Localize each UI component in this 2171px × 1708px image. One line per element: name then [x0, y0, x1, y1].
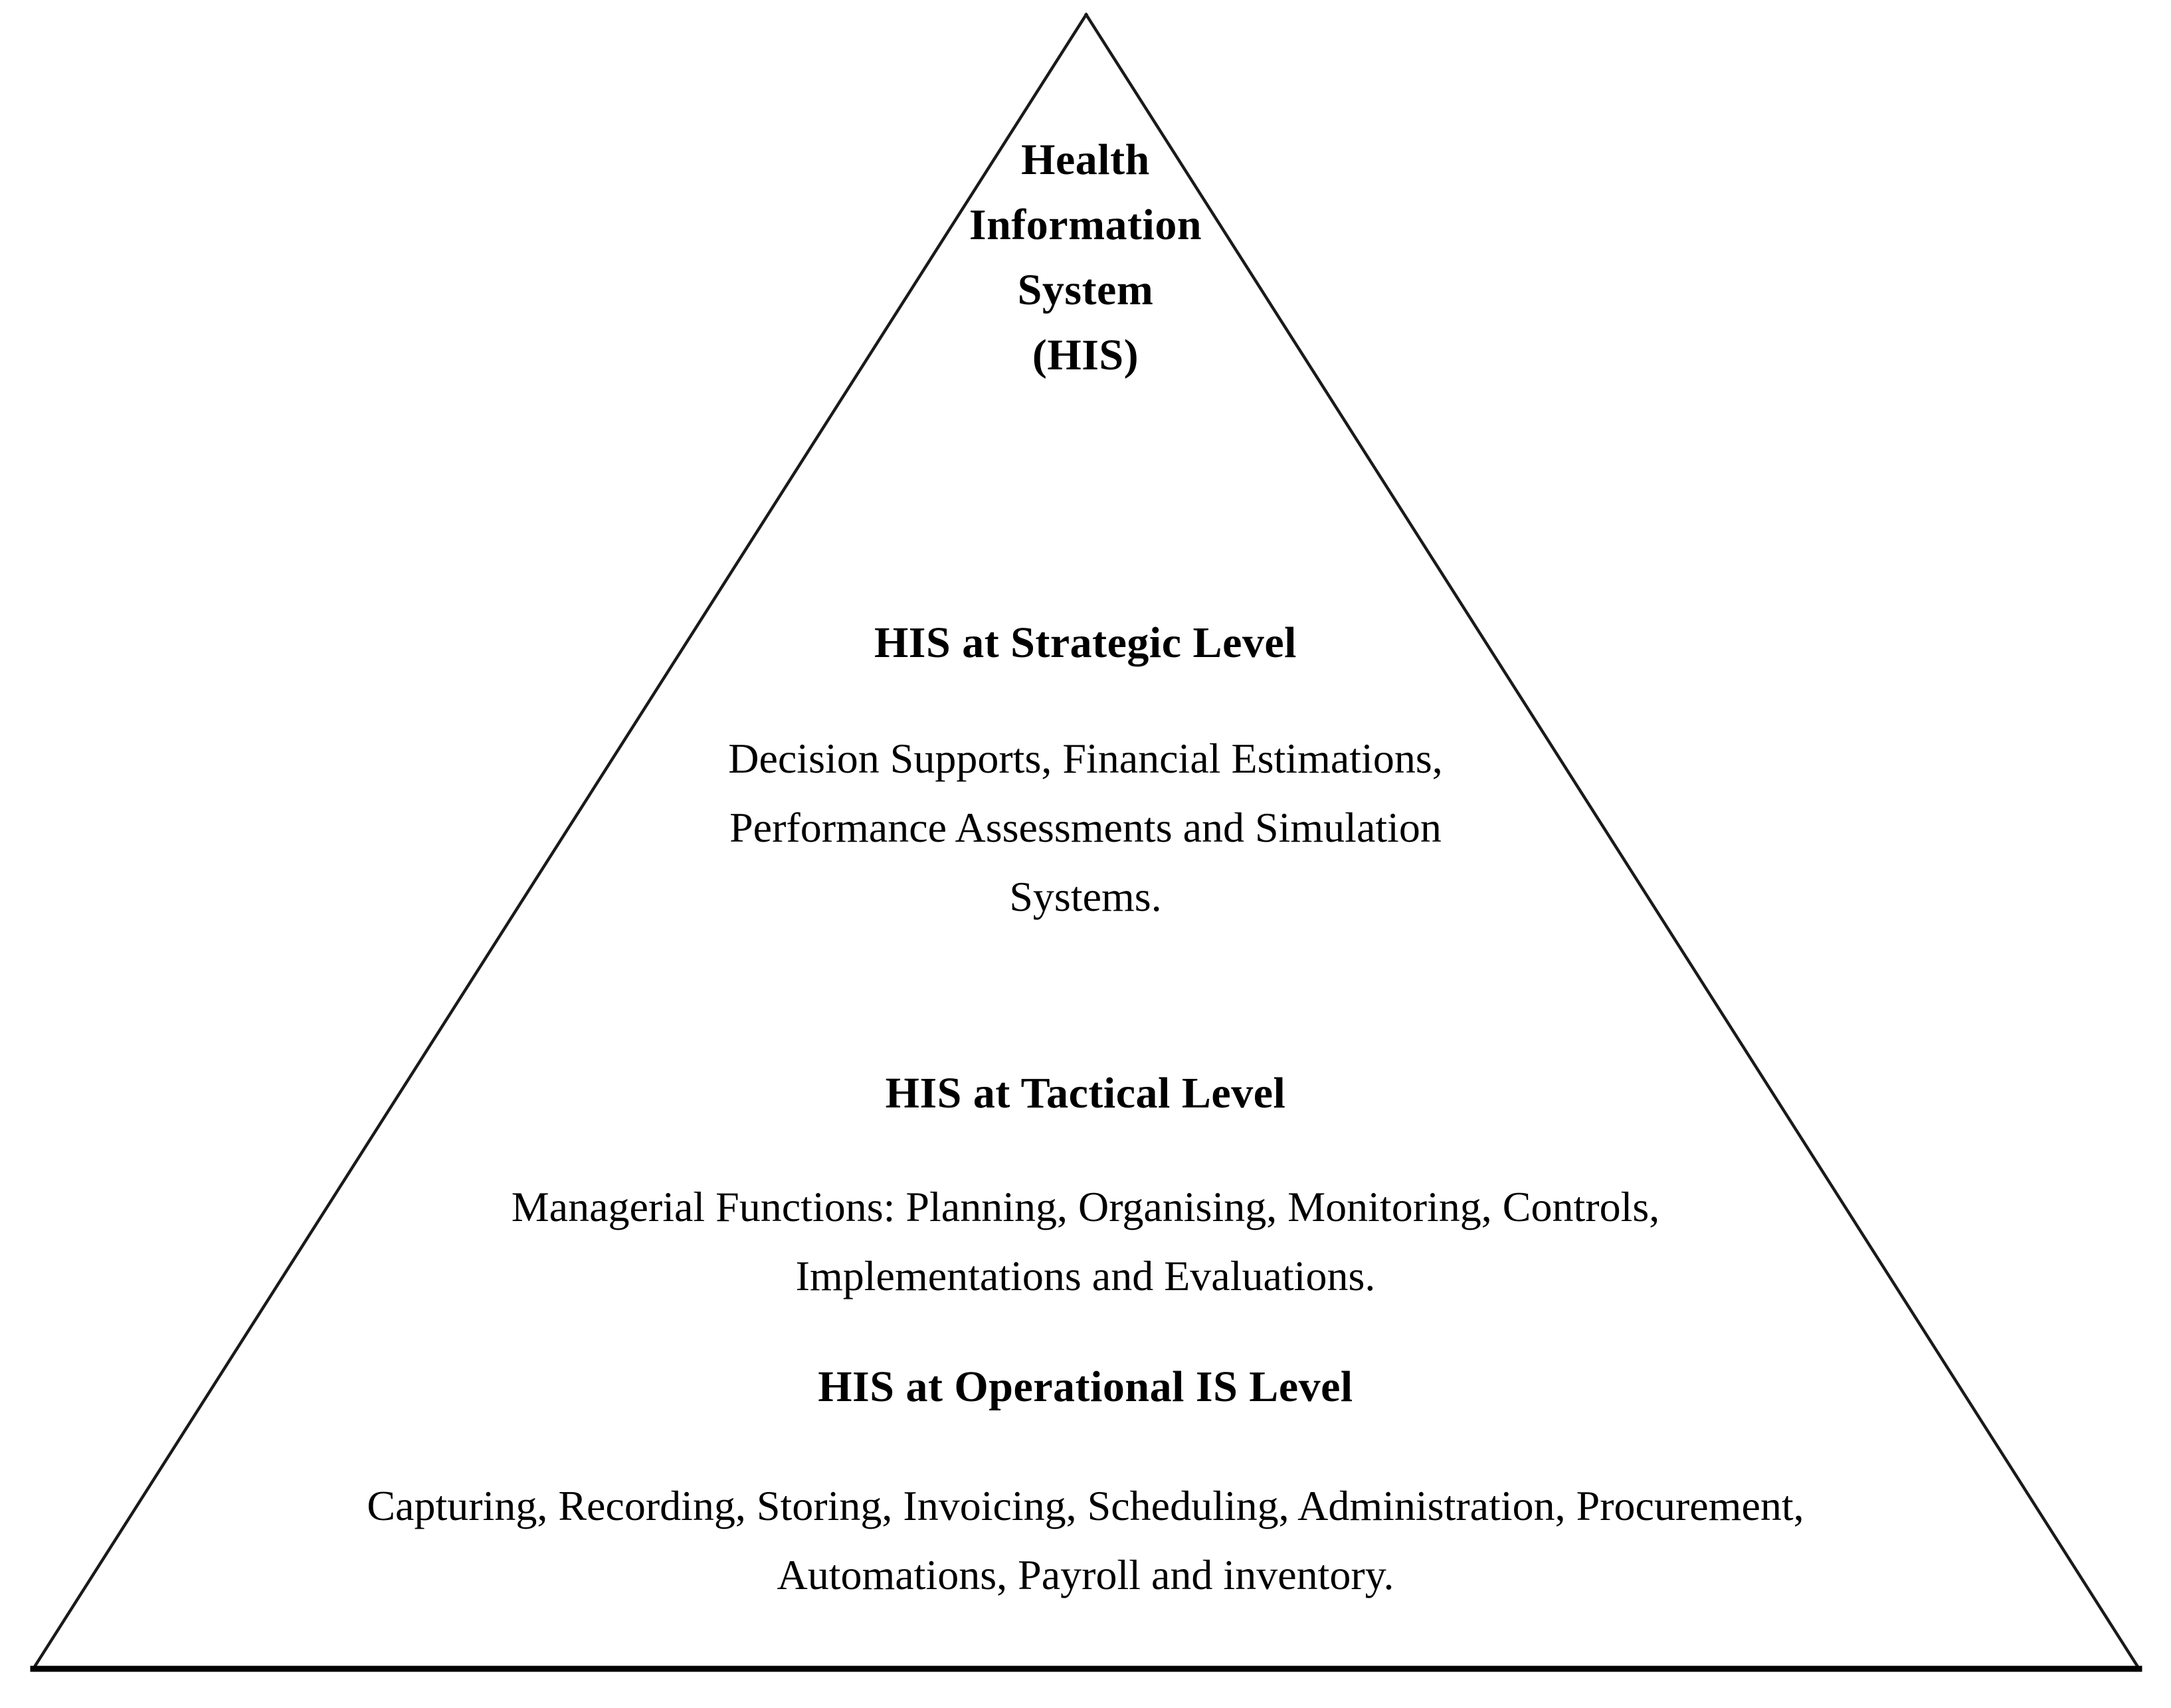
- tactical-body-line-1: Managerial Functions: Planning, Organisi…: [511, 1183, 1660, 1230]
- apex-title-line-3: System: [1017, 266, 1154, 314]
- strategic-level-body: Decision Supports, Financial Estimations…: [0, 724, 2171, 931]
- tactical-level-heading: HIS at Tactical Level: [885, 1069, 1286, 1117]
- operational-body-line-2: Automations, Payroll and inventory.: [777, 1551, 1394, 1598]
- apex-title-block: Health Information System (HIS): [0, 128, 2171, 388]
- strategic-body-line-2: Performance Assessments and Simulation: [729, 804, 1442, 851]
- tactical-body-line-2: Implementations and Evaluations.: [795, 1252, 1376, 1299]
- strategic-body-line-1: Decision Supports, Financial Estimations…: [728, 735, 1443, 782]
- apex-title-line-2: Information: [969, 201, 1202, 249]
- pyramid-left-edge: [31, 12, 1089, 1671]
- strategic-level-heading: HIS at Strategic Level: [874, 618, 1297, 667]
- apex-title-line-1: Health: [1021, 136, 1150, 184]
- strategic-body-line-3: Systems.: [1009, 873, 1162, 920]
- tactical-level-body: Managerial Functions: Planning, Organisi…: [0, 1173, 2171, 1311]
- operational-level-body: Capturing, Recording, Storing, Invoicing…: [0, 1471, 2171, 1610]
- operational-level-heading: HIS at Operational IS Level: [818, 1363, 1353, 1411]
- operational-body-line-1: Capturing, Recording, Storing, Invoicing…: [367, 1482, 1804, 1529]
- apex-title-line-4: (HIS): [1032, 331, 1139, 379]
- pyramid-right-edge: [1084, 12, 2142, 1671]
